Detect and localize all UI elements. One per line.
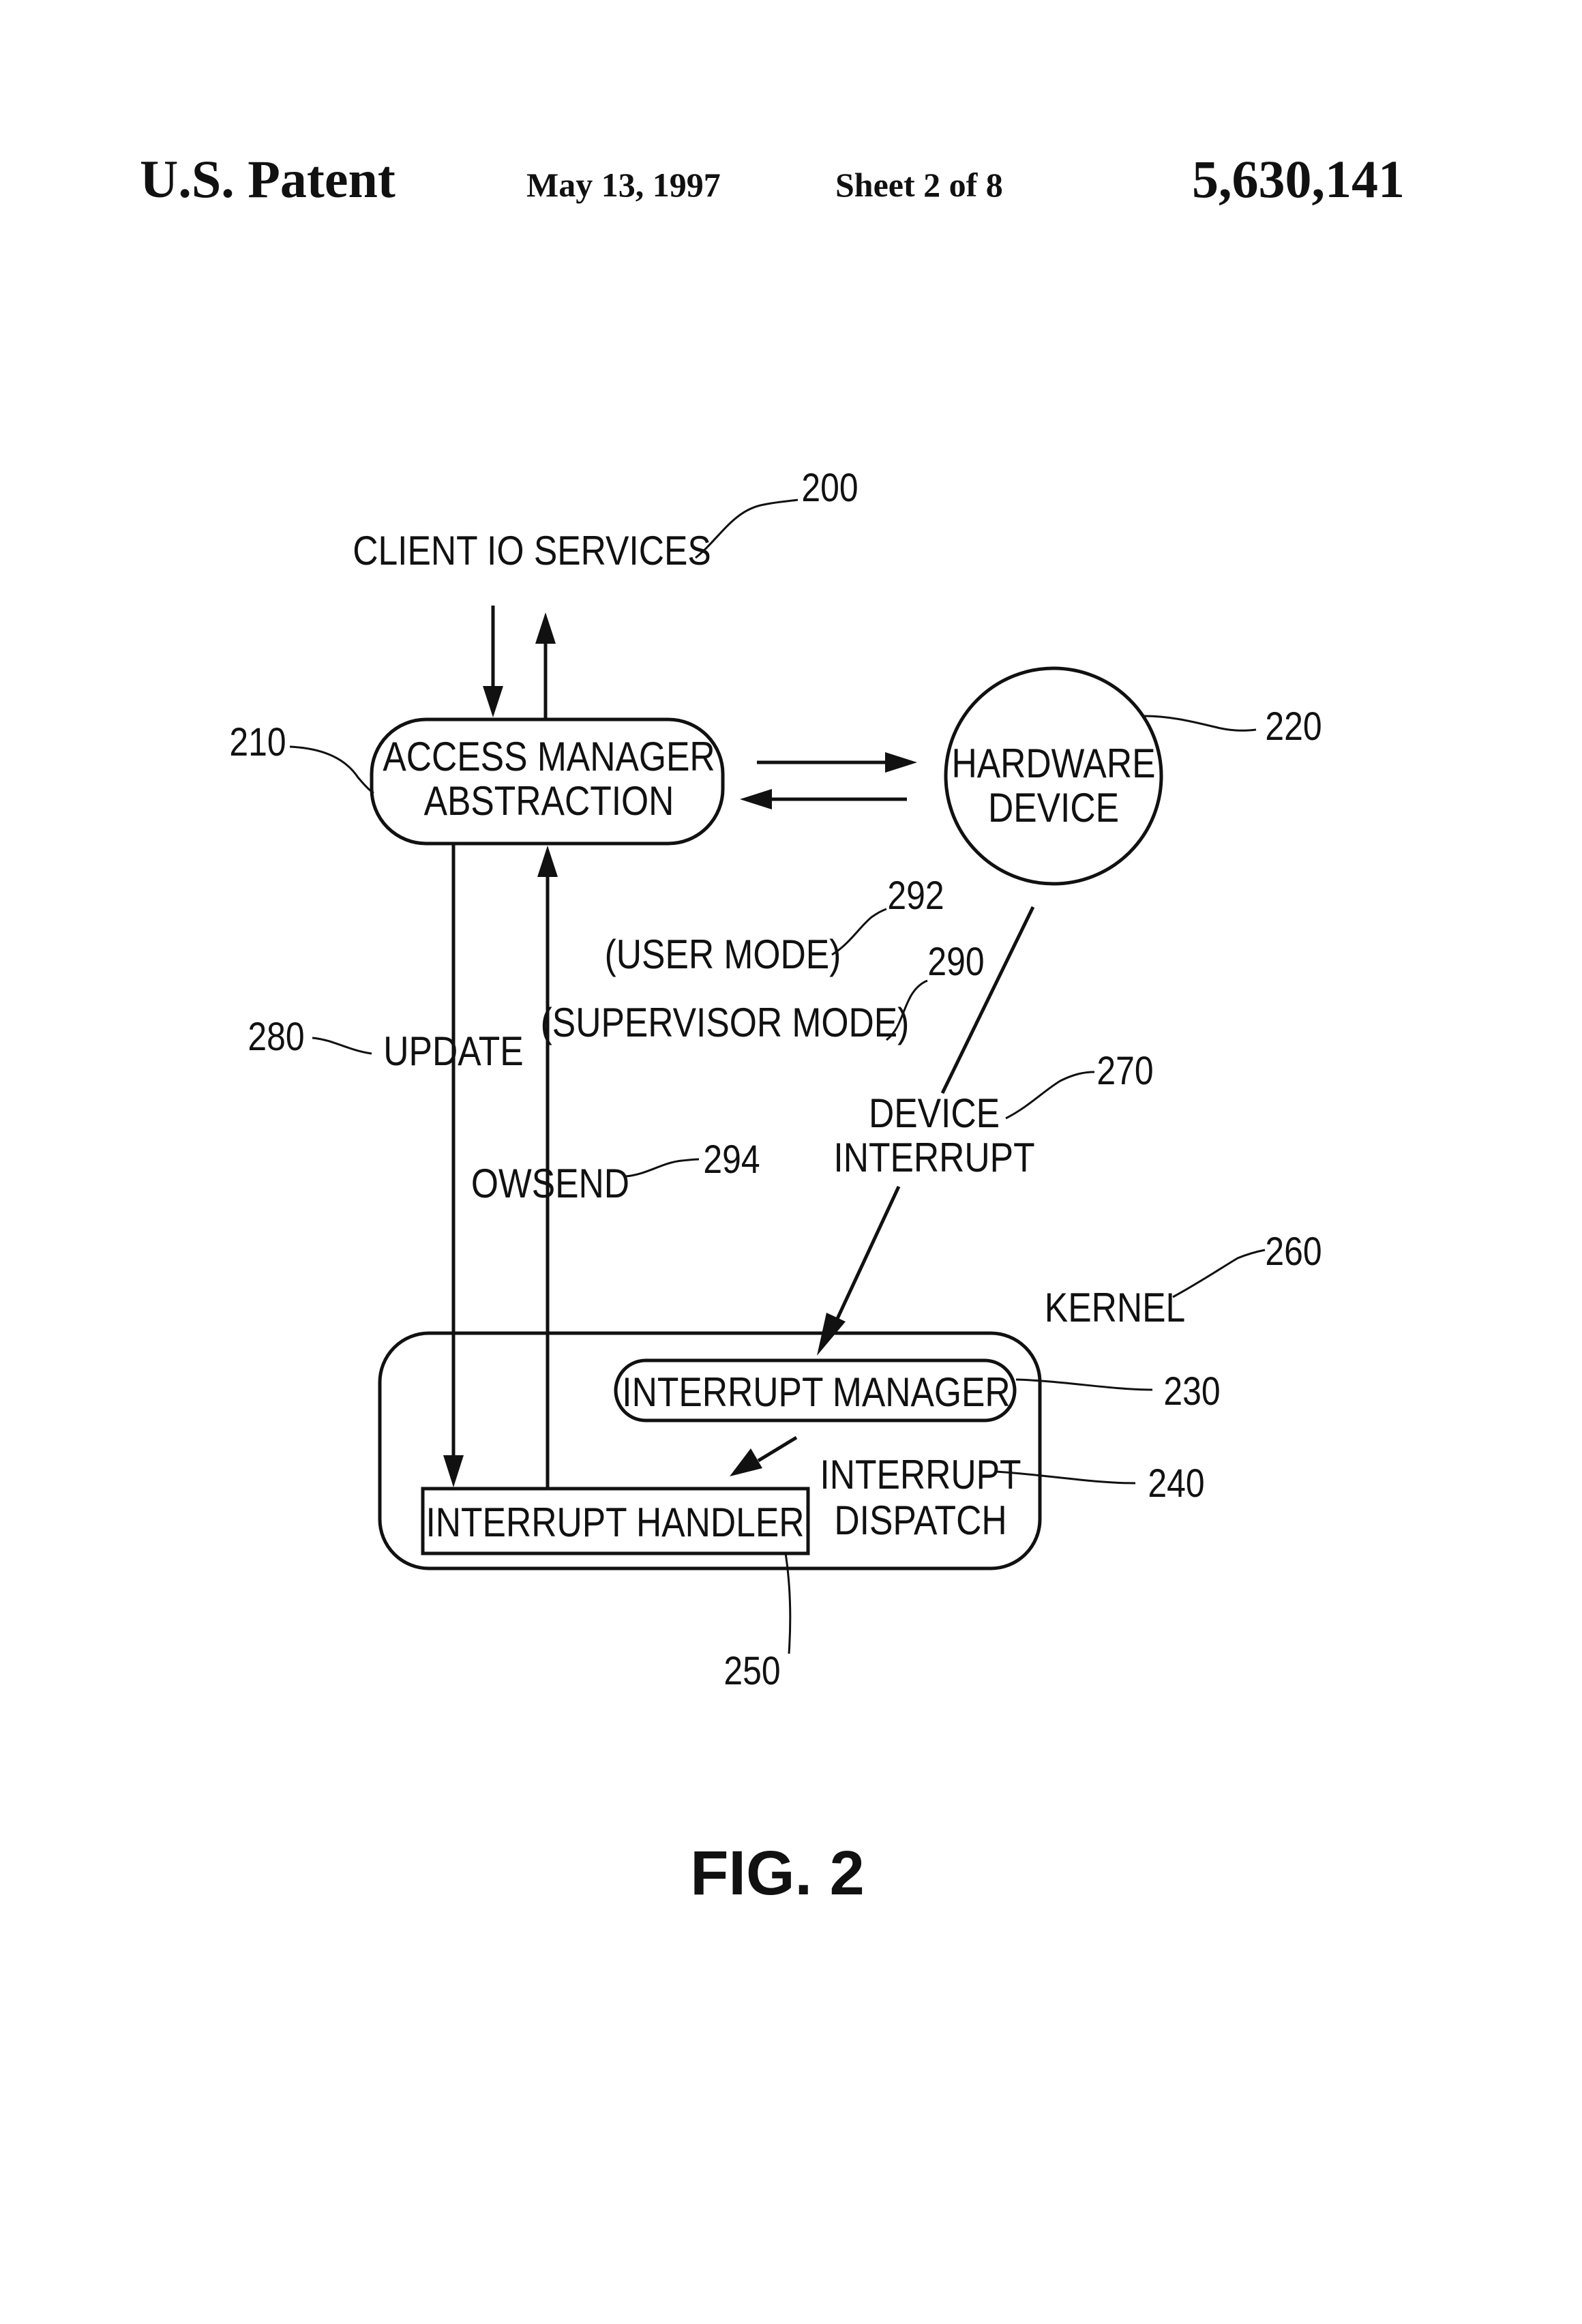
device-interrupt-line	[942, 907, 1033, 1093]
device-interrupt-label-line1: DEVICE	[869, 1090, 1000, 1136]
ref-200: 200	[801, 466, 858, 510]
leader-260	[1173, 1250, 1265, 1297]
access-manager-label-line1: ACCESS MANAGER	[383, 733, 715, 779]
interrupt-handler-label: INTERRUPT HANDLER	[426, 1499, 804, 1545]
update-label: UPDATE	[383, 1028, 523, 1074]
ref-230: 230	[1163, 1370, 1220, 1414]
interrupt-dispatch-label-line2: DISPATCH	[834, 1497, 1006, 1543]
supervisor-mode-label: (SUPERVISOR MODE)	[541, 999, 910, 1045]
ref-210: 210	[229, 721, 286, 764]
leader-210	[290, 747, 374, 793]
ref-240: 240	[1148, 1462, 1204, 1506]
kernel-label: KERNEL	[1045, 1284, 1185, 1330]
ref-290: 290	[927, 940, 984, 984]
ref-292: 292	[887, 874, 944, 918]
interrupt-manager-label: INTERRUPT MANAGER	[622, 1369, 1010, 1415]
client-io-services-label: CLIENT IO SERVICES	[353, 527, 711, 573]
ref-220: 220	[1265, 705, 1322, 749]
dispatch-arrow	[730, 1437, 796, 1476]
leader-230	[1016, 1380, 1152, 1390]
leader-220	[1144, 716, 1256, 730]
ref-260: 260	[1265, 1230, 1322, 1274]
leader-270	[1006, 1072, 1094, 1118]
hardware-device-label-line2: DEVICE	[988, 784, 1119, 831]
leader-294	[626, 1159, 699, 1176]
ref-270: 270	[1096, 1049, 1153, 1093]
client-down-arrow	[483, 606, 503, 717]
hardware-device-label-line1: HARDWARE	[952, 740, 1156, 786]
user-mode-label: (USER MODE)	[605, 931, 841, 977]
client-up-arrow	[535, 612, 556, 719]
ref-250: 250	[723, 1650, 780, 1693]
device-interrupt-label-line2: INTERRUPT	[833, 1134, 1034, 1180]
to-hardware-arrow	[757, 752, 917, 773]
leader-280	[312, 1038, 372, 1054]
from-hardware-arrow	[740, 789, 907, 809]
ref-294: 294	[703, 1138, 760, 1182]
update-arrow	[443, 844, 464, 1487]
owsend-label: OWSEND	[471, 1160, 629, 1206]
access-manager-label-line2: ABSTRACTION	[424, 777, 674, 824]
figure-label: FIG. 2	[690, 1838, 865, 1908]
device-interrupt-arrow	[817, 1187, 899, 1356]
interrupt-dispatch-label-line1: INTERRUPT	[820, 1451, 1021, 1498]
ref-280: 280	[248, 1015, 304, 1059]
